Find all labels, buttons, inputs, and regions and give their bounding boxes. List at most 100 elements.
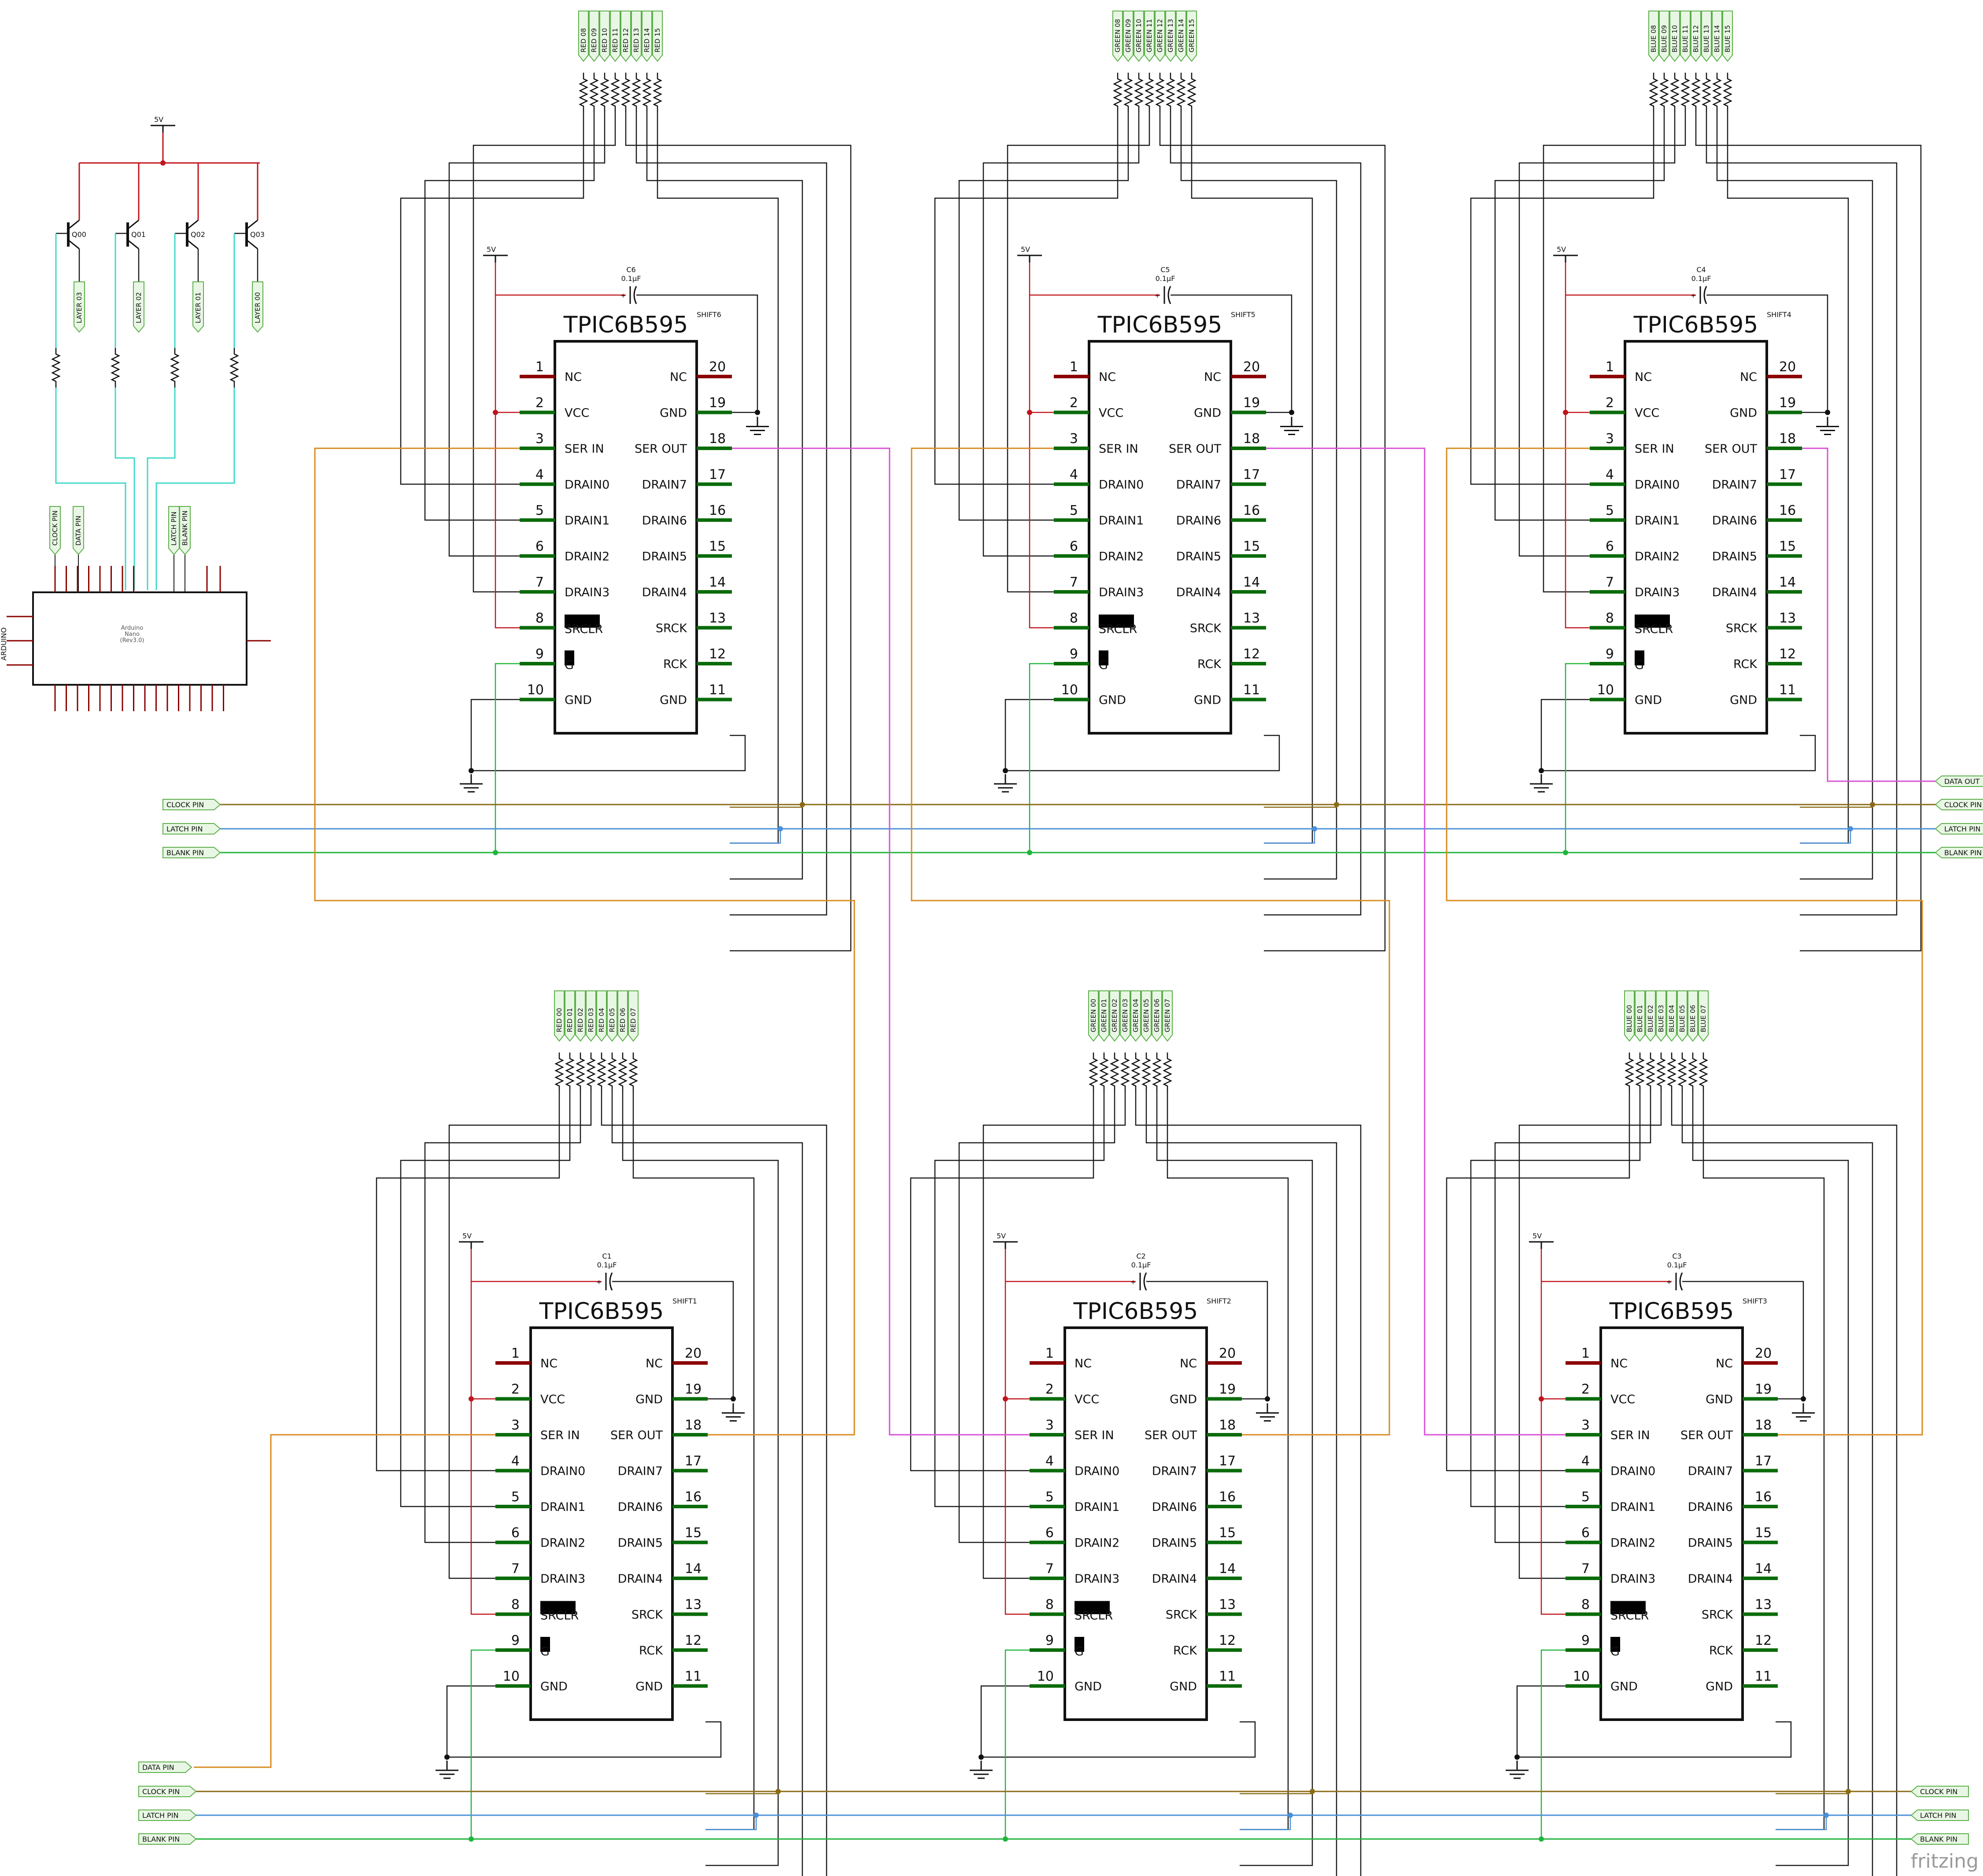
- pin-number: 1: [535, 359, 544, 375]
- net-label-text: GREEN 15: [1188, 19, 1196, 52]
- latch-wire: [705, 1815, 757, 1830]
- pin-number: 6: [1045, 1525, 1054, 1541]
- pin-name: DRAIN2: [565, 550, 609, 564]
- pin-name: G: [540, 1645, 550, 1658]
- pin-number: 4: [1606, 467, 1614, 483]
- gnd-wire: [980, 1685, 1032, 1757]
- blank-wire: [495, 663, 522, 853]
- net-label-text: RED 10: [601, 28, 609, 52]
- net-label-text: RED 06: [619, 1008, 627, 1032]
- net-label-text: RED 13: [632, 28, 640, 52]
- base-wire: [114, 388, 135, 590]
- pin-name: DRAIN2: [1099, 550, 1144, 564]
- net-label-text: LATCH PIN: [142, 1811, 178, 1820]
- pin-name: NC: [1716, 1357, 1733, 1370]
- pin-number: 3: [511, 1418, 520, 1433]
- pin-number: 12: [709, 646, 726, 662]
- net-label-text: GREEN 03: [1121, 999, 1129, 1032]
- drain-wire: [1518, 1092, 1662, 1579]
- transistor-icon: [68, 239, 80, 250]
- resistor: [653, 73, 662, 112]
- net-label-text: CLOCK PIN: [166, 801, 204, 809]
- pin-number: 13: [1219, 1597, 1236, 1613]
- net-label-tag: [1123, 11, 1134, 62]
- net-label-tag: [596, 990, 607, 1042]
- pin-number: 4: [1045, 1454, 1054, 1469]
- pin-number: 9: [1045, 1633, 1054, 1648]
- pin-number: 3: [1045, 1418, 1054, 1433]
- chip-part-name: TPIC6B595: [539, 1298, 664, 1325]
- drain-wire: [622, 1092, 779, 1866]
- supply-label: 5V: [487, 245, 496, 254]
- net-label-tag: [1910, 1786, 1969, 1797]
- net-label-tag: [1712, 11, 1722, 62]
- drain-wire: [1470, 1092, 1641, 1507]
- pin-name: DRAIN5: [618, 1536, 663, 1550]
- pin-number: 12: [1779, 646, 1796, 662]
- resistor: [1099, 1052, 1109, 1092]
- resistor: [1635, 1052, 1645, 1092]
- arduino-body: [32, 591, 247, 686]
- base-wire: [55, 388, 126, 590]
- pin-name: DRAIN3: [540, 1572, 585, 1586]
- transistor-icon: [68, 219, 80, 230]
- arduino-name: Nano: [125, 631, 140, 638]
- net-label-tag: [565, 990, 575, 1042]
- resistor: [576, 1052, 585, 1092]
- pin-name: SRCK: [1726, 622, 1758, 635]
- capacitor: [609, 1272, 613, 1291]
- net-label-text: LAYER 01: [194, 292, 202, 323]
- net-label-text: BLUE 10: [1671, 25, 1679, 52]
- resistor: [1723, 73, 1732, 112]
- drain-wire: [1156, 1092, 1313, 1866]
- pin-number: 11: [1779, 683, 1796, 698]
- net-label-text: BLANK PIN: [181, 510, 189, 546]
- latch-wire: [1800, 829, 1851, 844]
- resistor: [1166, 73, 1175, 112]
- pin-name: GND: [540, 1680, 568, 1694]
- net-label-tag: [631, 11, 642, 62]
- net-label-text: CLOCK PIN: [1944, 801, 1982, 809]
- supply-label: 5V: [154, 115, 163, 124]
- pin-number: 15: [709, 539, 726, 554]
- capacitor: [1167, 286, 1171, 304]
- pin-name: DRAIN1: [1099, 514, 1144, 528]
- net-label-text: GREEN 13: [1167, 19, 1174, 52]
- pin-name: DRAIN3: [1635, 586, 1680, 599]
- drain-wire: [625, 112, 852, 952]
- cap-value: 0.1µF: [597, 1261, 617, 1269]
- net-label-text: BLUE 06: [1689, 1005, 1697, 1032]
- net-label-tag: [586, 990, 596, 1042]
- pin-name: SRCLR: [540, 1609, 579, 1623]
- resistor: [1699, 1052, 1708, 1092]
- gnd-wire: [1540, 699, 1592, 771]
- pin-name: DRAIN7: [1176, 478, 1221, 492]
- pin-name: SRCLR: [1635, 623, 1673, 636]
- drain-wire: [473, 112, 616, 593]
- chip-id-label: SHIFT2: [1207, 1297, 1231, 1305]
- pin-name: DRAIN2: [1075, 1536, 1119, 1550]
- pin-number: 20: [1755, 1346, 1772, 1361]
- pin-number: 5: [1606, 503, 1614, 518]
- srclr-overbar: [1075, 1601, 1110, 1614]
- net-label-tag: [1109, 990, 1120, 1042]
- gnd-wire: [446, 1685, 498, 1757]
- net-label-tag: [610, 11, 620, 62]
- pin-number: 3: [1581, 1418, 1590, 1433]
- net-label-text: RED 07: [629, 1008, 637, 1032]
- pin-name: DRAIN2: [1610, 1536, 1655, 1550]
- net-label-tag: [1099, 990, 1109, 1042]
- pin-number: 2: [1045, 1382, 1054, 1397]
- latch-wire: [1240, 1815, 1291, 1830]
- gnd-wire: [1005, 735, 1280, 772]
- srclr-power-wire: [1565, 262, 1592, 628]
- pin-name: GND: [1099, 694, 1126, 707]
- cap-label: C4: [1696, 266, 1706, 274]
- transistor-icon: [127, 239, 139, 250]
- net-label-text: RED 09: [590, 28, 598, 52]
- net-label-tag: [575, 990, 586, 1042]
- drain-wire: [1170, 112, 1362, 916]
- cap-label: C6: [626, 266, 635, 274]
- pin-number: 19: [685, 1382, 702, 1397]
